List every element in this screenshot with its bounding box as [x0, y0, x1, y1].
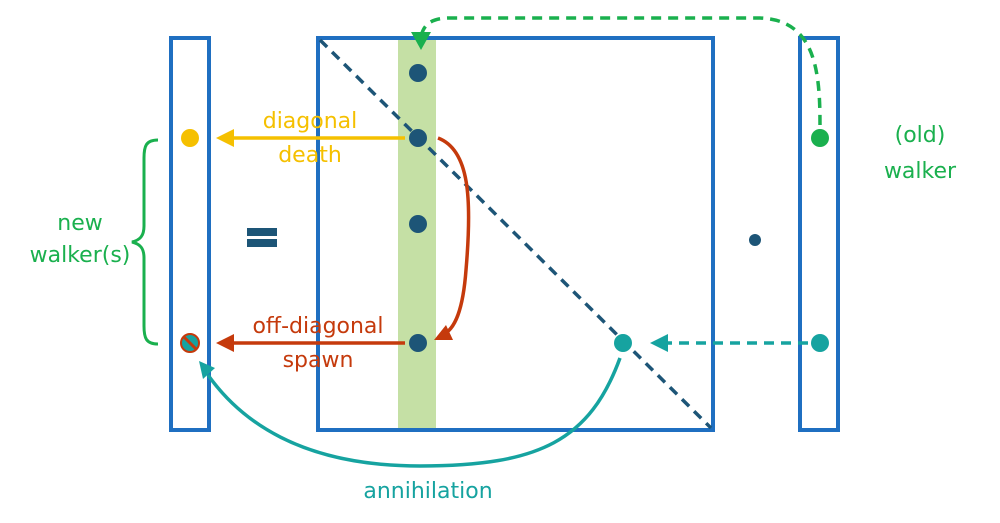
new-walkers-brace — [131, 138, 159, 346]
matrix-element-3 — [409, 215, 427, 233]
diagonal-walker-dot — [614, 334, 632, 352]
old-walker-dot — [811, 129, 829, 147]
old-walker-label-line2: walker — [884, 159, 957, 184]
equals-sign — [247, 228, 277, 247]
annihilation-arrow — [206, 357, 622, 468]
spawn-curve-arrowhead — [434, 325, 453, 340]
new-walker-death-dot — [181, 129, 199, 147]
spawn-curve-arrow — [437, 136, 471, 337]
new-walker-annihilated-dot — [180, 333, 200, 353]
off-diagonal-spawn-arrowhead — [216, 334, 234, 352]
old-walker-vector-box — [798, 36, 840, 432]
diagonal-death-label-line1: diagonal — [263, 109, 358, 134]
existing-walker-arrowhead — [650, 334, 668, 352]
hamiltonian-matrix-box — [316, 36, 715, 432]
highlighted-column — [398, 38, 436, 430]
matrix-element-2 — [409, 129, 427, 147]
existing-walker-dot — [811, 334, 829, 352]
annihilation-arrowhead — [199, 361, 215, 379]
diagonal-death-label-line2: death — [278, 143, 342, 168]
new-walker-vector-box — [169, 36, 211, 432]
multiply-dot — [749, 234, 761, 246]
matrix-element-4 — [409, 334, 427, 352]
matrix-diagonal-line — [318, 38, 713, 430]
matrix-element-1 — [409, 64, 427, 82]
off-diagonal-spawn-label-line1: off-diagonal — [252, 314, 383, 339]
off-diagonal-spawn-label-line2: spawn — [283, 348, 354, 373]
walker-to-column-arrow — [418, 16, 822, 126]
walker-to-column-arrowhead — [411, 32, 431, 50]
new-walkers-label-line2: walker(s) — [30, 243, 131, 268]
diagonal-death-arrowhead — [216, 129, 234, 147]
annihilation-label: annihilation — [363, 479, 492, 504]
old-walker-label-line1: (old) — [895, 123, 946, 148]
new-walkers-label-line1: new — [57, 211, 102, 236]
